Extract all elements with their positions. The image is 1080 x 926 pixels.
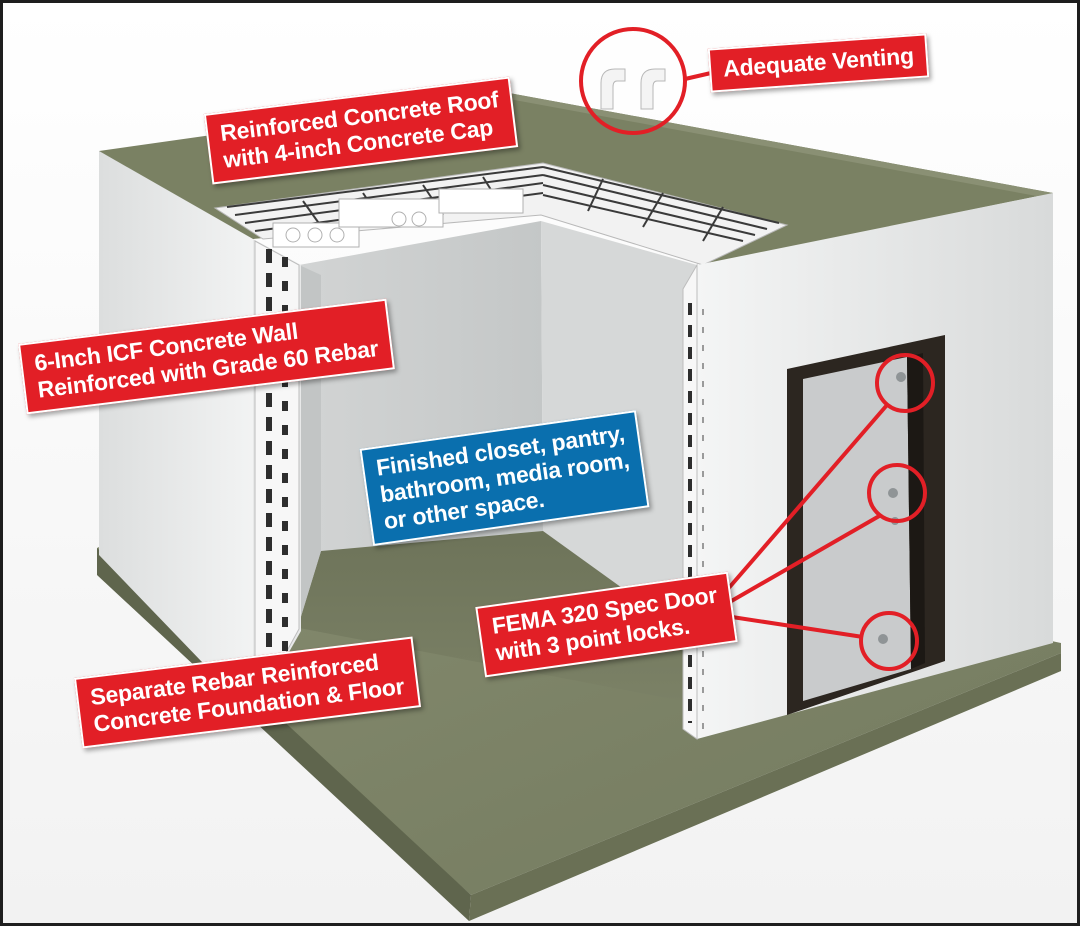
door-lock-callout-marks — [718, 353, 935, 671]
vent-pipes — [579, 27, 712, 135]
callout-line: Adequate Venting — [722, 42, 915, 82]
